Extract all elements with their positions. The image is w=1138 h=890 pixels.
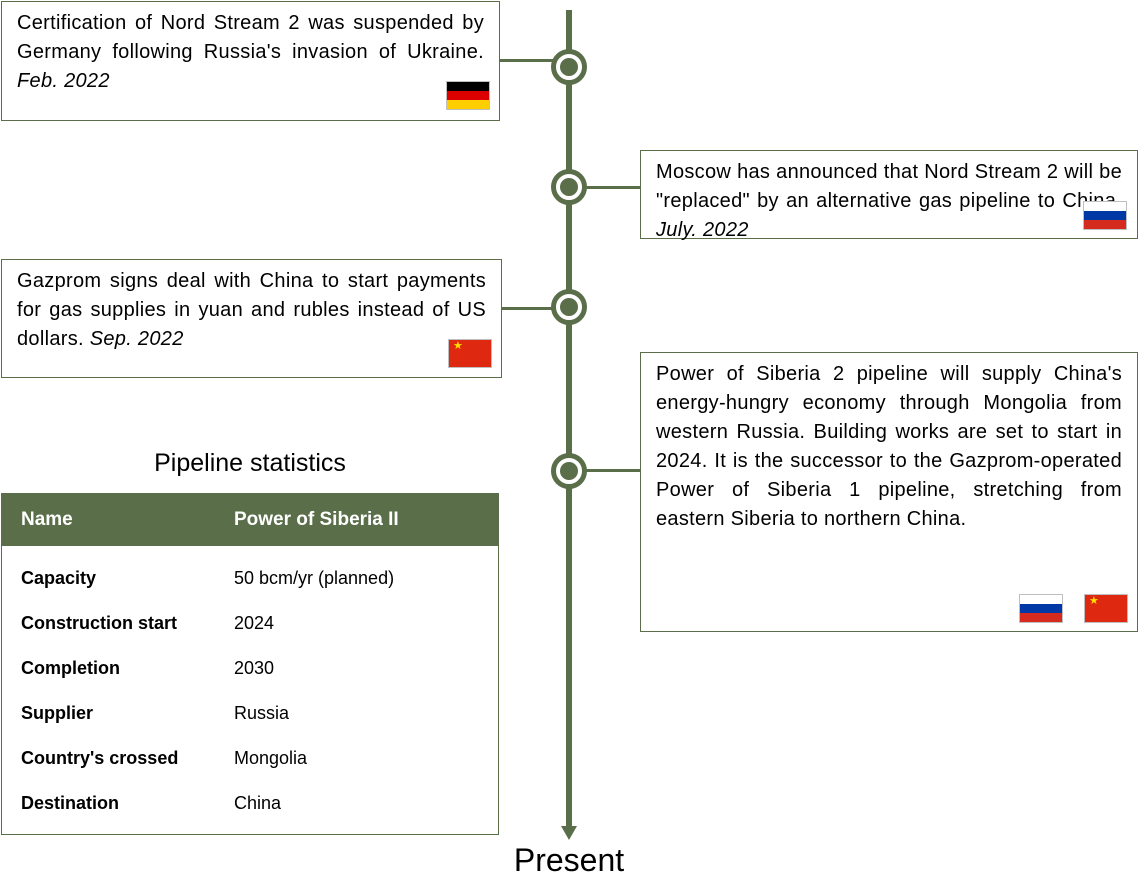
stats-value: Mongolia — [234, 748, 308, 768]
stats-key: Country's crossed — [21, 748, 179, 768]
stats-value: Russia — [234, 703, 290, 723]
timeline-node-2 — [551, 169, 587, 205]
event-card-sep-2022: Gazprom signs deal with China to start p… — [1, 259, 502, 378]
event-date: Feb. 2022 — [17, 70, 110, 92]
table-row: Supplier Russia — [2, 691, 498, 736]
table-row: Completion 2030 — [2, 646, 498, 691]
stats-value: 2024 — [234, 613, 275, 633]
china-flag-icon: ★ — [1084, 594, 1128, 623]
event-card-july-2022: Moscow has announced that Nord Stream 2 … — [640, 150, 1138, 241]
timeline-node-3 — [551, 289, 587, 325]
stats-key: Construction start — [21, 613, 178, 633]
china-flag-star-icon: ★ — [453, 340, 464, 352]
stats-header-row: Name Power of Siberia II — [2, 494, 498, 546]
timeline-node-1 — [551, 49, 587, 85]
timeline-node-4 — [551, 453, 587, 489]
stats-header-key: Name — [21, 509, 73, 530]
connector-2 — [585, 186, 640, 189]
stats-header-value: Power of Siberia II — [234, 509, 399, 530]
event-text: Power of Siberia 2 pipeline will supply … — [656, 363, 1122, 530]
stats-key: Destination — [21, 793, 120, 813]
timeline-end-label: Present — [513, 842, 625, 878]
connector-4 — [585, 469, 640, 472]
event-date: July. 2022 — [656, 219, 749, 241]
stats-value: 50 bcm/yr (planned) — [234, 568, 395, 588]
china-flag-icon: ★ — [448, 339, 492, 368]
table-row: Destination China — [2, 781, 498, 826]
connector-1 — [499, 59, 553, 62]
stats-key: Completion — [21, 658, 120, 678]
connector-3 — [501, 307, 553, 310]
event-date: Sep. 2022 — [89, 328, 184, 350]
russia-flag-icon — [1083, 201, 1127, 230]
stats-title: Pipeline statistics — [154, 449, 346, 477]
stats-key: Supplier — [21, 703, 94, 723]
event-text: Gazprom signs deal with China to start p… — [17, 270, 486, 350]
event-card-feb-2022: Certification of Nord Stream 2 was suspe… — [1, 1, 500, 121]
event-text: Certification of Nord Stream 2 was suspe… — [17, 12, 484, 63]
timeline-axis — [566, 10, 572, 828]
russia-flag-icon — [1019, 594, 1063, 623]
table-row: Country's crossed Mongolia — [2, 736, 498, 781]
china-flag-star-icon: ★ — [1089, 595, 1100, 607]
event-card-power-of-siberia-2: Power of Siberia 2 pipeline will supply … — [640, 352, 1138, 632]
stats-value: China — [234, 793, 282, 813]
stats-key: Capacity — [21, 568, 97, 588]
event-text: Moscow has announced that Nord Stream 2 … — [656, 161, 1122, 212]
table-row: Capacity 50 bcm/yr (planned) — [2, 556, 498, 601]
stats-value: 2030 — [234, 658, 275, 678]
germany-flag-icon — [446, 81, 490, 110]
table-row: Construction start 2024 — [2, 601, 498, 646]
stats-table: Name Power of Siberia II Capacity 50 bcm… — [1, 493, 499, 835]
timeline-arrow-icon — [561, 826, 577, 840]
